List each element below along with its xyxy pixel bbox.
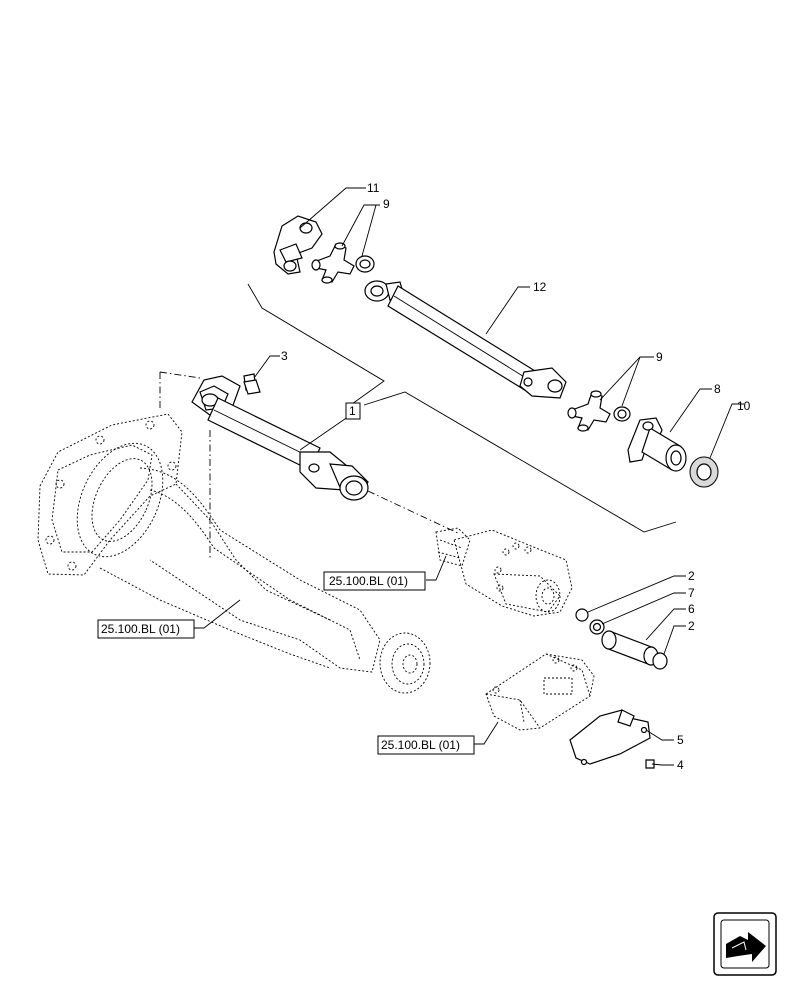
next-page-arrow-icon[interactable] xyxy=(713,912,777,976)
callout-1-box: 1 xyxy=(345,402,361,420)
reference-label-middle[interactable]: 25.100.BL (01) xyxy=(329,574,408,588)
yoke-part xyxy=(273,215,323,275)
callout-9-top: 9 xyxy=(383,197,390,211)
callout-2-lower: 2 xyxy=(688,619,695,633)
gearbox-output xyxy=(435,527,573,617)
reference-box-bottom[interactable]: 25.100.BL (01) xyxy=(377,735,475,755)
guard-plate-part xyxy=(569,709,651,766)
shaft-tube-part xyxy=(364,280,567,399)
callout-6: 6 xyxy=(688,602,695,616)
axle-housing xyxy=(37,413,431,694)
universal-joint-cross-right xyxy=(567,390,611,432)
assembly-bracket xyxy=(247,283,677,533)
seal-washer-part xyxy=(689,456,719,488)
circlip-top xyxy=(355,255,375,273)
callout-12: 12 xyxy=(533,280,547,294)
circlip-lower xyxy=(652,652,668,670)
callout-4: 4 xyxy=(677,758,684,772)
callout-2-upper: 2 xyxy=(688,569,695,583)
callout-5: 5 xyxy=(677,733,684,747)
driveshaft-assembly xyxy=(191,373,369,501)
callout-3: 3 xyxy=(281,349,288,363)
callout-10: 10 xyxy=(737,399,751,413)
reference-label-left[interactable]: 25.100.BL (01) xyxy=(101,622,180,636)
ring-part xyxy=(589,619,605,635)
support-bracket xyxy=(485,653,595,731)
universal-joint-cross-top xyxy=(311,242,355,284)
nut-part xyxy=(243,379,261,395)
bolt-part xyxy=(645,759,655,769)
callout-8: 8 xyxy=(714,382,721,396)
reference-box-left[interactable]: 25.100.BL (01) xyxy=(97,619,195,639)
reference-label-bottom[interactable]: 25.100.BL (01) xyxy=(381,738,460,752)
leader-lines xyxy=(194,187,744,766)
circlip-right xyxy=(613,406,631,422)
callout-1: 1 xyxy=(349,404,356,418)
alignment-lines xyxy=(159,371,461,560)
callouts: 11 9 12 3 9 8 10 2 7 6 2 5 4 xyxy=(281,181,751,772)
callout-7: 7 xyxy=(688,586,695,600)
callout-9-right: 9 xyxy=(656,350,663,364)
callout-11: 11 xyxy=(367,181,380,195)
circlip-upper xyxy=(575,608,589,622)
reference-box-middle[interactable]: 25.100.BL (01) xyxy=(323,571,426,591)
yoke-shaft-part xyxy=(627,417,687,472)
